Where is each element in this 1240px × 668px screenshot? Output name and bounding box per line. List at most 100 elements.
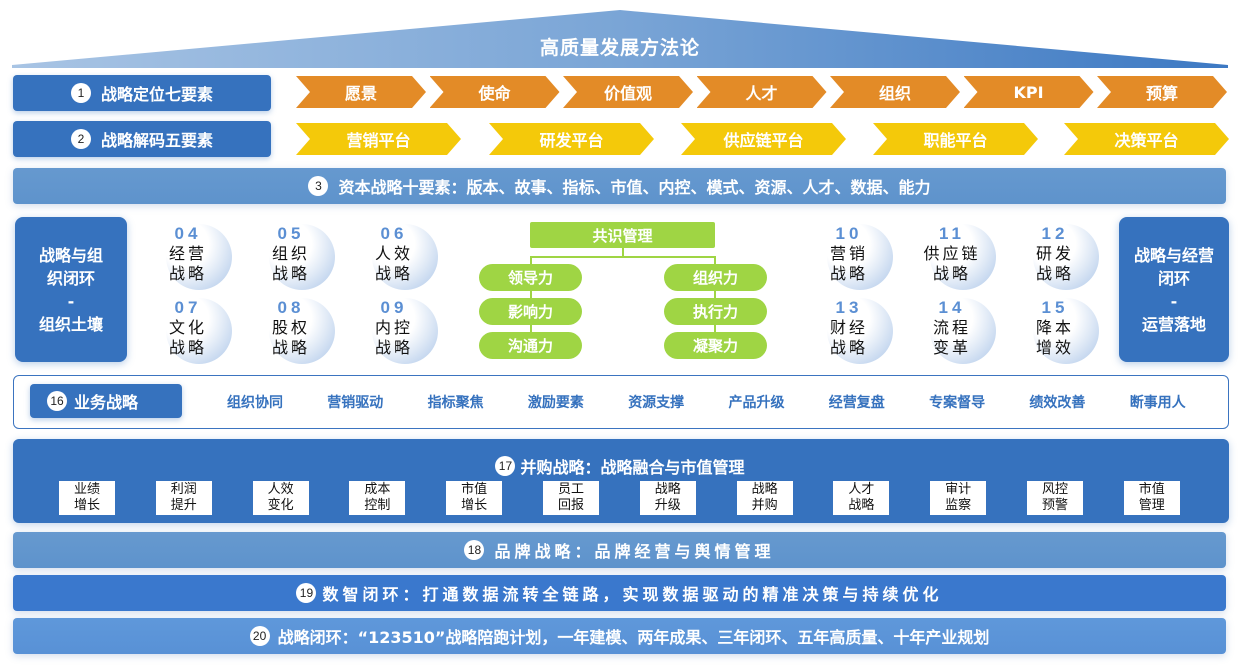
bubble-label-line2: 战略: [374, 264, 413, 283]
bubble-label-line2: 战略: [932, 264, 971, 283]
bubble-circle: [827, 298, 893, 364]
bubble-label-line2: 增效: [1035, 338, 1074, 357]
ma-tag: 市值增长: [446, 481, 503, 515]
ma-tag-line1: 审计: [945, 482, 972, 497]
ma-tag: 审计监察: [930, 481, 987, 515]
bubble-number: 11: [939, 224, 965, 243]
ma-tag-line1: 业绩: [73, 482, 100, 497]
page-title: 高质量发展方法论: [539, 37, 700, 59]
ma-tag-line1: 战略: [654, 482, 681, 497]
bubble-label-line1: 营销: [829, 244, 868, 263]
bubble-label-line1: 内控: [374, 318, 413, 337]
business-strategy-text: 业务战略: [74, 393, 139, 412]
chevron-item: 供应链平台: [681, 123, 846, 155]
bubble-number: 05: [277, 224, 305, 243]
ma-tag: 利润提升: [155, 481, 212, 515]
ma-strategy-box: [13, 439, 1229, 523]
connector-line: [530, 256, 532, 336]
bubble-number: 09: [380, 298, 408, 317]
business-item: 指标聚焦: [427, 395, 484, 411]
chevron-item: KPI: [964, 76, 1094, 108]
side-box-line: -: [1170, 291, 1178, 311]
chevron-item: 营销平台: [296, 123, 461, 155]
ma-tag-line2: 控制: [364, 498, 391, 513]
connector-line: [714, 256, 716, 336]
bubble-circle: [930, 224, 996, 290]
business-item: 组织协同: [227, 395, 283, 411]
ma-strategy-title: 17 并购战略：战略融合与市值管理: [0, 454, 1240, 478]
bubble-label-line2: 战略: [829, 338, 868, 357]
ma-tag-line1: 员工: [557, 482, 584, 497]
chevron-item: 人才: [697, 76, 827, 108]
row-label-text: 战略解码五要素: [100, 131, 213, 150]
ma-tag: 战略升级: [639, 481, 696, 515]
bubble-number: 08: [277, 298, 305, 317]
chevron-item: 预算: [1097, 76, 1227, 108]
band-text: 数智闭环：打通数据流转全链路，实现数据驱动的精准决策与持续优化: [322, 585, 943, 604]
business-strategy-frame: [13, 375, 1229, 429]
number-badge: 20: [249, 626, 270, 646]
number-badge: 19: [296, 583, 317, 603]
bubble-label-line1: 流程: [932, 318, 971, 337]
ma-tag: 人才战略: [833, 481, 890, 515]
bubble-circle: [166, 298, 232, 364]
ma-tag-line1: 成本: [364, 482, 391, 497]
bubble-number: 06: [380, 224, 408, 243]
ma-tag-line1: 市值: [461, 482, 488, 497]
band-text: 资本战略十要素：版本、故事、指标、市值、内控、模式、资源、人才、数据、能力: [338, 178, 931, 197]
ma-tag-line2: 增长: [73, 498, 100, 513]
bubble-label-line1: 财经: [829, 318, 868, 337]
bubble-label-line2: 战略: [829, 264, 868, 283]
bubble-label-line1: 经营: [168, 244, 207, 263]
bubble-circle: [372, 298, 438, 364]
ma-tag-line1: 市值: [1138, 482, 1165, 497]
ma-tag-line2: 回报: [557, 498, 584, 513]
bubble-number: 15: [1041, 298, 1069, 317]
consensus-management-box: 共识管理: [530, 222, 715, 248]
bubble-label-line2: 战略: [1035, 264, 1074, 283]
bubble-circle: [1033, 298, 1099, 364]
band-capital-strategy: 3 资本战略十要素：版本、故事、指标、市值、内控、模式、资源、人才、数据、能力: [13, 168, 1226, 204]
number-badge: 1: [70, 83, 91, 103]
ma-tag-line2: 战略: [848, 498, 875, 513]
consensus-pill: 执行力: [664, 298, 767, 325]
chevron-item: 价值观: [563, 76, 693, 108]
business-item: 绩效改善: [1029, 395, 1086, 411]
bubble-circle: [166, 224, 232, 290]
side-box-line: -: [67, 291, 75, 311]
ma-tag-line2: 增长: [461, 498, 488, 513]
chevron-item: 职能平台: [873, 123, 1038, 155]
bubble-circle: [1033, 224, 1099, 290]
ma-tag-line1: 利润: [170, 482, 197, 497]
number-badge: 16: [47, 391, 67, 411]
row-label-strategy-positioning: 1 战略定位七要素: [13, 75, 271, 111]
business-item: 激励要素: [527, 395, 584, 411]
side-box-line: 闭环: [1157, 268, 1190, 288]
ma-tag-line2: 管理: [1138, 498, 1165, 513]
ma-tag: 市值管理: [1123, 481, 1180, 515]
row-label-text: 战略定位七要素: [100, 85, 213, 104]
bubble-label-line2: 战略: [271, 264, 310, 283]
bubble-circle: [372, 224, 438, 290]
ma-tag-line2: 提升: [170, 498, 197, 513]
bubble-label-line1: 人效: [374, 244, 413, 263]
ma-title-text: 并购战略：战略融合与市值管理: [520, 458, 745, 477]
title-banner: [12, 10, 1228, 68]
consensus-pill: 组织力: [664, 264, 767, 291]
bubble-label-line1: 股权: [271, 318, 310, 337]
bubble-label-line1: 降本: [1035, 318, 1074, 337]
connector-line: [530, 256, 715, 258]
row-label-strategy-decoding: 2 战略解码五要素: [13, 121, 271, 157]
bubble-number: 10: [835, 224, 863, 243]
business-item: 产品升级: [728, 395, 785, 411]
ma-tag-line2: 并购: [751, 498, 778, 513]
